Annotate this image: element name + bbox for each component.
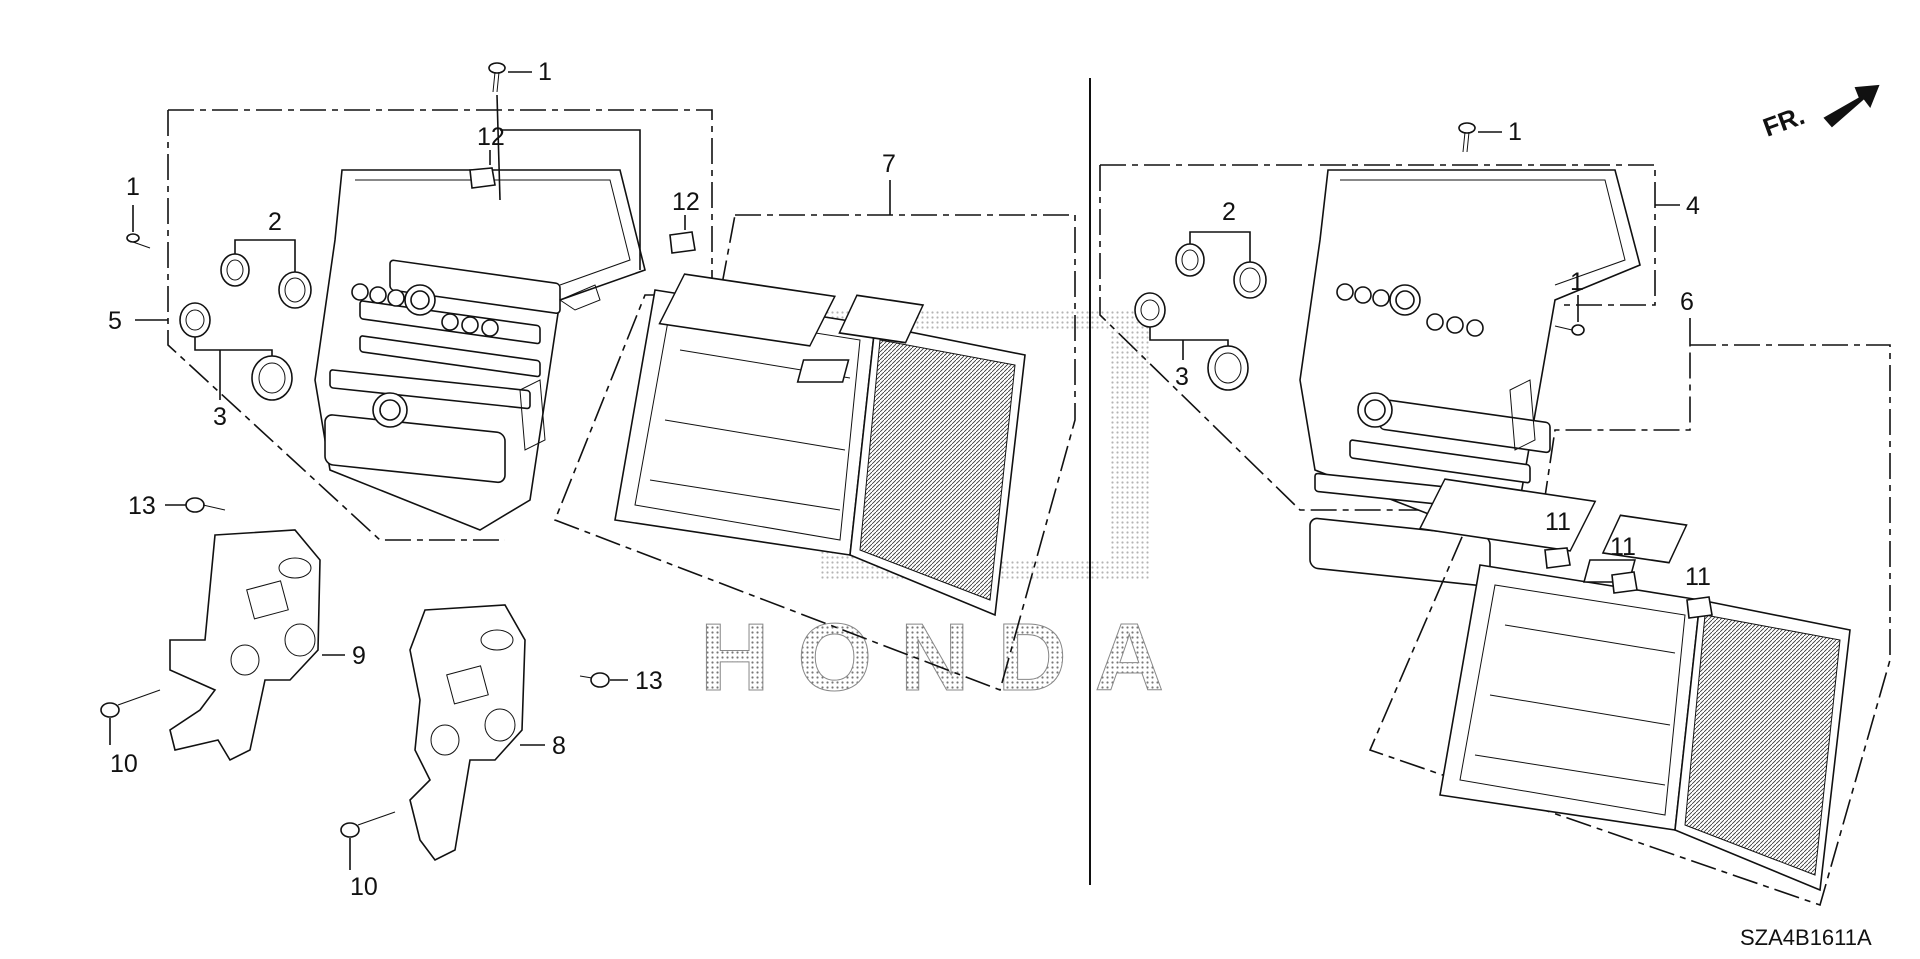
clip-icon	[1544, 547, 1713, 619]
audio-unit-7	[614, 273, 1026, 617]
callout-5: 5	[108, 307, 122, 335]
screw-icon	[1458, 122, 1585, 336]
callout-2: 2	[1222, 198, 1236, 226]
watermark-text: HONDA	[700, 604, 1192, 711]
callout-2: 2	[268, 208, 282, 236]
group-outline-6	[1368, 344, 1891, 907]
callout-12: 12	[477, 123, 505, 151]
knob-set-right	[1134, 243, 1267, 391]
knob-set-left	[179, 253, 312, 401]
callout-10: 10	[350, 873, 378, 901]
callout-11: 11	[1610, 533, 1636, 561]
bracket-8	[409, 604, 526, 862]
callout-6: 6	[1680, 288, 1694, 316]
callout-1: 1	[126, 173, 140, 201]
callout-12: 12	[672, 188, 700, 216]
callout-4: 4	[1686, 192, 1700, 220]
callout-11: 11	[1685, 563, 1711, 591]
audio-unit-6	[1418, 478, 1851, 892]
callout-1: 1	[538, 58, 552, 86]
clip-icon	[469, 167, 696, 254]
callout-1: 1	[1508, 118, 1522, 146]
callout-3: 3	[1175, 363, 1189, 391]
front-direction-arrow: FR.	[1759, 84, 1880, 143]
group-outline-4	[1100, 164, 1656, 306]
callout-13: 13	[635, 667, 663, 695]
group-outline-5	[168, 109, 713, 301]
bolt-icon	[100, 497, 610, 838]
callout-11: 11	[1545, 508, 1571, 536]
screw-icon	[488, 62, 506, 93]
callout-1: 1	[1570, 268, 1584, 296]
diagram-code: SZA4B1611A	[1740, 925, 1872, 950]
callout-13: 13	[128, 492, 156, 520]
bracket-9	[169, 529, 321, 762]
fr-label: FR.	[1759, 100, 1809, 143]
audio-panel-left	[314, 169, 646, 531]
screw-icon	[126, 233, 151, 249]
callout-9: 9	[352, 642, 366, 670]
callout-10: 10	[110, 750, 138, 778]
callout-7: 7	[882, 150, 896, 178]
callout-8: 8	[552, 732, 566, 760]
callout-3: 3	[213, 403, 227, 431]
